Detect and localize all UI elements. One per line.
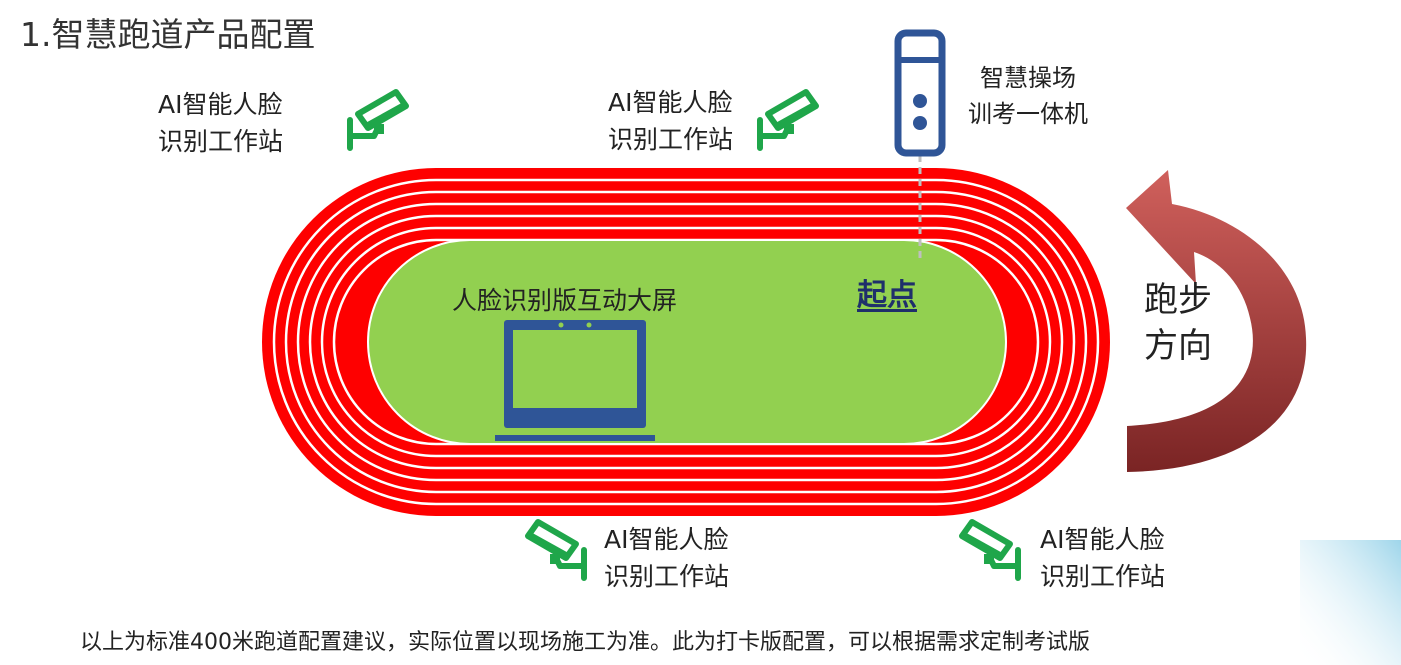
camera-label-line1: AI智能人脸	[158, 90, 283, 119]
footnote: 以上为标准400米跑道配置建议，实际位置以现场施工为准。此为打卡版配置，可以根据…	[80, 630, 1090, 655]
cctv-camera-icon	[962, 522, 1018, 578]
kiosk-label-line1: 智慧操场	[980, 64, 1076, 92]
camera-label-line1: AI智能人脸	[604, 525, 729, 554]
cctv-camera-icon	[350, 92, 406, 148]
lane-line	[284, 190, 1088, 494]
camera-label-line2: 识别工作站	[1040, 562, 1166, 591]
kiosk-icon	[894, 29, 946, 157]
curved-arrow-icon	[1126, 170, 1307, 472]
camera-label-line1: AI智能人脸	[1040, 525, 1165, 554]
direction-label: 跑步 方向	[1144, 277, 1212, 369]
kiosk-label-line2: 训考一体机	[968, 100, 1088, 128]
camera-label-top-center: AI智能人脸 识别工作站	[608, 84, 733, 158]
cctv-camera-icon	[760, 92, 816, 148]
direction-label-line1: 跑步	[1144, 280, 1212, 320]
camera-label-line2: 识别工作站	[158, 127, 284, 156]
camera-label-line2: 识别工作站	[608, 125, 734, 154]
direction-label-line2: 方向	[1144, 326, 1212, 366]
cctv-camera-icon	[528, 522, 584, 578]
page-title: 1.智慧跑道产品配置	[20, 15, 316, 54]
kiosk-label: 智慧操场 训考一体机	[968, 60, 1088, 132]
camera-label-line1: AI智能人脸	[608, 88, 733, 117]
camera-label-top-left: AI智能人脸 识别工作站	[158, 86, 283, 160]
lane-line	[296, 202, 1076, 482]
lane-line	[308, 214, 1064, 470]
screen-label: 人脸识别版互动大屏	[452, 286, 678, 315]
camera-label-bottom-right: AI智能人脸 识别工作站	[1040, 521, 1165, 595]
lane-line	[272, 178, 1100, 506]
corner-decoration	[1300, 540, 1401, 665]
start-label: 起点	[857, 278, 917, 313]
lane-line	[320, 226, 1052, 458]
camera-label-line2: 识别工作站	[604, 562, 730, 591]
running-track	[262, 168, 1110, 516]
display-screen-icon	[495, 320, 655, 441]
camera-label-bottom-center: AI智能人脸 识别工作站	[604, 521, 729, 595]
